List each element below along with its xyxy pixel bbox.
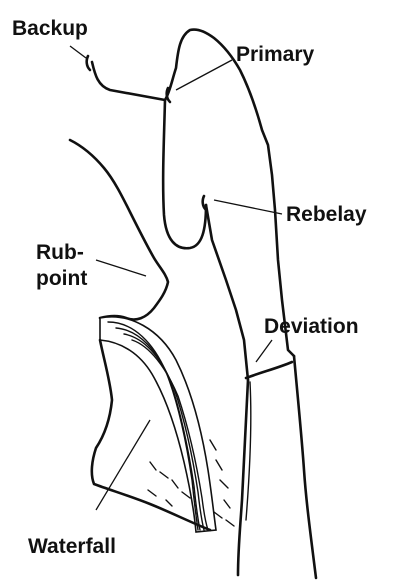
leader-rebelay (214, 200, 282, 214)
label-rubpoint: Rub- point (36, 240, 87, 293)
leader-rubpoint (96, 260, 146, 276)
deviation-cord (246, 362, 292, 378)
upper-rock-outline (92, 29, 294, 356)
leader-deviation (256, 340, 272, 362)
rebelay-anchor (203, 196, 206, 210)
label-rebelay: Rebelay (286, 204, 367, 225)
right-shaft-wall (294, 356, 316, 578)
label-waterfall: Waterfall (28, 536, 116, 557)
leader-backup (70, 46, 86, 58)
primary-rope-and-ledge (163, 100, 206, 248)
lower-inner-wall (238, 380, 248, 575)
backup-anchor (87, 56, 90, 70)
left-rock-outline (70, 140, 168, 320)
label-primary: Primary (236, 44, 314, 65)
label-deviation: Deviation (264, 316, 359, 337)
label-backup: Backup (12, 18, 88, 39)
leader-primary (176, 60, 232, 90)
inner-wall-to-deviation (206, 205, 248, 380)
